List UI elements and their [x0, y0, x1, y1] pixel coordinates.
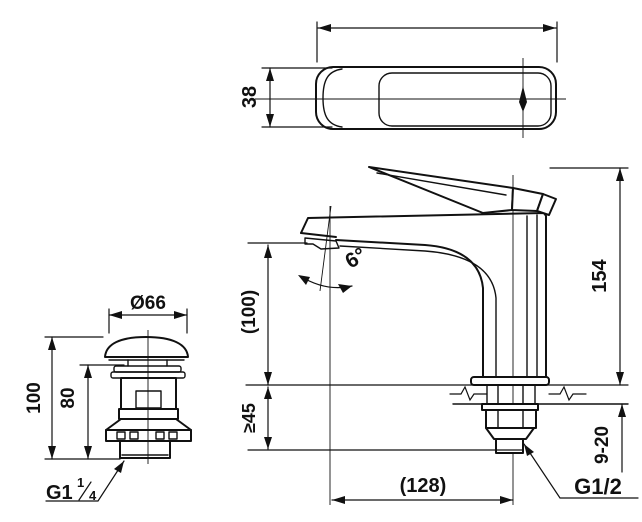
break-mark-left [449, 385, 488, 402]
top-view-handle [255, 58, 566, 138]
dim-min-clearance-lines: ≥45 [239, 386, 272, 450]
flange-ring-upper [113, 365, 182, 373]
dim-counter-thickness: 9-20 [592, 426, 613, 464]
dim-overall-height: 154 [589, 258, 611, 292]
break-mark-right [548, 385, 587, 402]
dim-handle-width: 38 [239, 86, 261, 108]
drain-thread-callout: G1 1 4 [45, 460, 125, 504]
dim-drain-height: 100 [24, 382, 45, 414]
body-right-outline [300, 212, 547, 378]
dim-drain-body-height-lines: 80 [58, 364, 125, 460]
spout-underside-bevel [339, 245, 497, 378]
front-view-faucet [245, 166, 629, 505]
dim-spout-reach: (128) [400, 475, 447, 497]
slot-marks [116, 431, 178, 440]
lever-handle [368, 166, 514, 214]
body-step [118, 408, 179, 420]
drain-view [104, 330, 192, 464]
base-flange [470, 376, 550, 386]
spout-angle-annotation: 6° [298, 205, 370, 293]
dim-counter-thickness-lines: 9-20 [592, 403, 626, 473]
spout-underside-outer [335, 239, 484, 378]
drain-cap-dome [104, 336, 189, 358]
cartridge-cover [536, 193, 557, 216]
aerator [304, 237, 340, 250]
handle-endcap-line [322, 68, 343, 128]
handle-outer-contour [315, 66, 557, 130]
lever-top-face-line [376, 172, 507, 196]
thread-section [119, 440, 171, 459]
dim-handle-width-lines: 38 [239, 67, 333, 128]
deck-front-edge [300, 232, 337, 238]
label-drain-thread-base: G1 [46, 482, 73, 504]
label-drain-thread-denominator: 4 [89, 488, 97, 503]
overflow-window [135, 390, 162, 409]
inlet-thread-callout: G1/2 [523, 443, 639, 499]
dim-overall-height-lines: 154 [549, 167, 629, 386]
dim-spout-height-lines: (100) [239, 242, 308, 386]
mounting-nut [485, 409, 537, 429]
taper-transition [485, 427, 535, 440]
label-drain-thread-numerator: 1 [77, 475, 84, 490]
handle-inner-contour [378, 72, 552, 127]
dim-drain-body-height: 80 [58, 387, 79, 408]
inlet-shank [495, 438, 524, 454]
dim-handle-length-lines [316, 21, 558, 63]
dim-spout-height: (100) [239, 290, 260, 334]
dim-cap-diameter-lines: Ø66 [108, 293, 188, 334]
label-inlet-thread: G1/2 [574, 474, 622, 499]
dim-cap-diameter: Ø66 [130, 293, 166, 314]
axis-dart-mark [519, 86, 527, 112]
dim-min-clearance: ≥45 [239, 403, 259, 433]
dim-drain-height-lines: 100 [24, 336, 121, 460]
cone-flare [105, 418, 192, 431]
fraction-slash [78, 481, 92, 501]
through-deck-shank [486, 384, 536, 405]
dim-spout-reach-lines: (128) [329, 292, 514, 505]
drain-body [120, 377, 177, 410]
